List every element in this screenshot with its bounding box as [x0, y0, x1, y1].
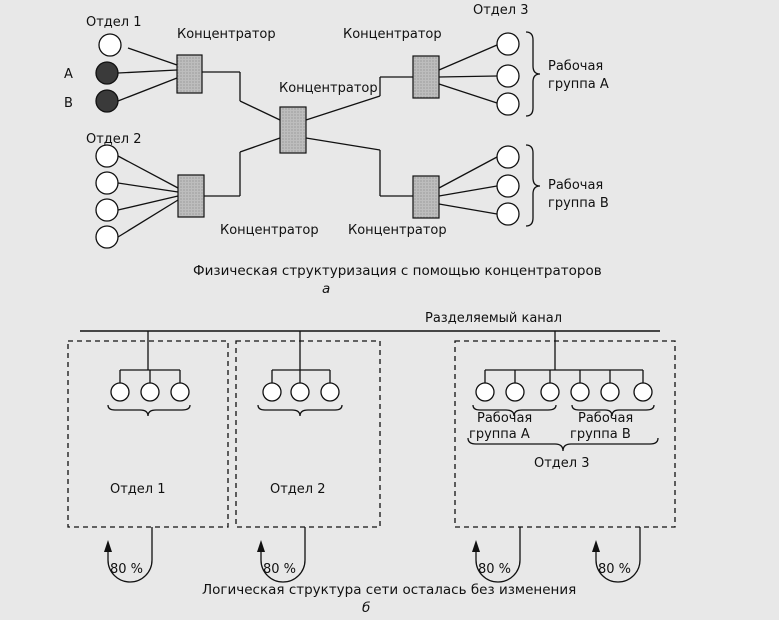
hub-left-bottom [177, 174, 205, 218]
node [540, 382, 560, 402]
workgroup-a-label-line2: группа А [548, 77, 609, 92]
percent-label-2: 80 % [263, 562, 296, 577]
hub-left-top [176, 54, 203, 94]
nodes [95, 32, 520, 249]
node [95, 144, 119, 168]
workgroup-b-bottom-line2: группа В [570, 427, 631, 442]
node [95, 171, 119, 195]
node-a [95, 61, 119, 85]
hub-right-bottom [412, 175, 440, 219]
percent-label-1: 80 % [110, 562, 143, 577]
hub-left-top-label: Концентратор [177, 27, 276, 42]
bottom-caption: Логическая структура сети осталась без и… [202, 582, 576, 598]
hubs [176, 54, 440, 219]
bottom-diagram [67, 330, 676, 583]
node [110, 382, 130, 402]
node [505, 382, 525, 402]
node-b-label: B [64, 96, 73, 111]
node [570, 382, 590, 402]
node [496, 145, 520, 169]
node [496, 202, 520, 226]
top-labels: Отдел 1 A B Отдел 2 Отдел 3 Концентратор… [64, 3, 609, 297]
node [496, 32, 520, 56]
workgroup-a-bottom-line2: группа А [469, 427, 530, 442]
hub-right-bottom-label: Концентратор [348, 223, 447, 238]
hub-center-label: Концентратор [279, 81, 378, 96]
hub-center [279, 106, 307, 154]
workgroup-b-bottom-line1: Рабочая [578, 411, 633, 426]
dept1-label-bottom: Отдел 1 [110, 482, 166, 497]
node [496, 64, 520, 88]
workgroup-b-label-line2: группа В [548, 196, 609, 211]
workgroup-a-bottom-line1: Рабочая [477, 411, 532, 426]
node [262, 382, 282, 402]
node [95, 198, 119, 222]
node [170, 382, 190, 402]
node [633, 382, 653, 402]
percent-label-3: 80 % [478, 562, 511, 577]
workgroup-braces [525, 31, 541, 227]
node [140, 382, 160, 402]
shared-channel-label: Разделяемый канал [425, 311, 562, 326]
bottom-labels: Разделяемый канал Отдел 1 Отдел 2 Отдел … [100, 308, 633, 616]
dept2-label-bottom: Отдел 2 [270, 482, 326, 497]
dept3-label-bottom: Отдел 3 [534, 456, 590, 471]
dept3-label: Отдел 3 [473, 3, 529, 18]
node [98, 33, 122, 57]
arrowheads [104, 540, 600, 552]
hub-left-bottom-label: Концентратор [220, 223, 319, 238]
node [496, 174, 520, 198]
node [320, 382, 340, 402]
top-diagram [117, 44, 498, 238]
workgroup-b-label-line1: Рабочая [548, 178, 603, 193]
hub-right-top [412, 55, 440, 99]
percent-label-4: 80 % [598, 562, 631, 577]
top-caption: Физическая структуризация с помощью конц… [193, 263, 602, 279]
node-b [95, 89, 119, 113]
top-caption-letter: а [322, 281, 330, 297]
node [496, 92, 520, 116]
node [290, 382, 310, 402]
bottom-caption-letter: б [362, 600, 370, 616]
node [600, 382, 620, 402]
dept2-label: Отдел 2 [86, 132, 142, 147]
dept1-label: Отдел 1 [86, 15, 142, 30]
node [95, 225, 119, 249]
workgroup-a-label-line1: Рабочая [548, 59, 603, 74]
node [475, 382, 495, 402]
bottom-nodes [110, 382, 653, 402]
node-a-label: A [64, 67, 73, 82]
hub-right-top-label: Концентратор [343, 27, 442, 42]
